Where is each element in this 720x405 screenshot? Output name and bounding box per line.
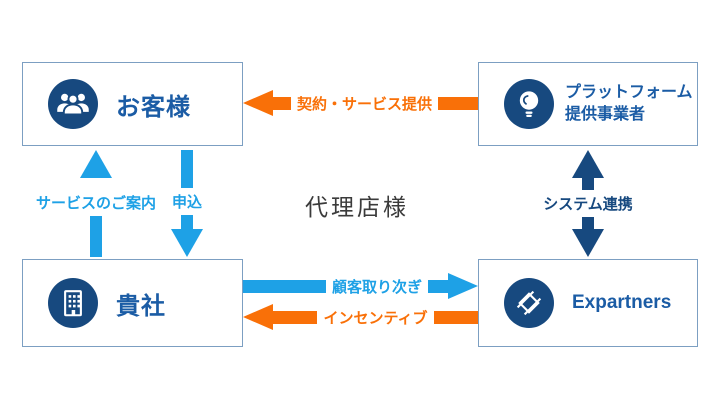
- expartners-box: Expartners: [478, 259, 698, 347]
- arrowhead-down-icon: [572, 229, 604, 257]
- arrow-shaft: [90, 216, 102, 257]
- platform-provider-label-line1: プラットフォーム: [565, 84, 693, 101]
- arrow-shaft: [243, 279, 326, 293]
- expartners-logo-icon: [504, 278, 554, 328]
- arrowhead-left-icon: [243, 90, 273, 116]
- lightbulb-icon: [504, 79, 554, 129]
- application-arrow-label: 申込: [171, 194, 202, 211]
- people-icon: [48, 79, 98, 129]
- service-guidance-arrow-label: サービスのご案内: [35, 195, 156, 212]
- arrowhead-left-icon: [243, 304, 273, 330]
- arrowhead-up-icon: [80, 150, 112, 178]
- customer-label: お客様: [116, 93, 191, 121]
- arrowhead-down-icon: [171, 229, 203, 257]
- arrow-shaft: [181, 215, 193, 229]
- service-guidance-arrow: サービスのご案内: [31, 150, 161, 257]
- customer-referral-arrow: 顧客取り次ぎ: [243, 273, 478, 299]
- contract-service-arrow-label: 契約・サービス提供: [297, 95, 433, 113]
- platform-provider-label: プラットフォーム 提供事業者: [565, 82, 693, 126]
- customer-referral-arrow-label: 顧客取り次ぎ: [331, 278, 422, 296]
- expartners-label: Expartners: [572, 292, 672, 313]
- arrow-shaft: [582, 217, 594, 229]
- your-company-box: 貴社: [22, 259, 243, 347]
- customer-box: お客様: [22, 62, 243, 146]
- arrow-shaft: [428, 279, 448, 293]
- arrow-shaft: [433, 310, 479, 324]
- system-integration-arrow: システム連携: [518, 150, 658, 257]
- contract-service-arrow: 契約・サービス提供: [243, 90, 478, 116]
- building-icon: [48, 278, 98, 328]
- application-arrow: 申込: [157, 150, 217, 257]
- system-integration-arrow-label: システム連携: [543, 196, 633, 213]
- incentive-arrow: インセンティブ: [243, 304, 479, 330]
- arrowhead-right-icon: [448, 273, 478, 299]
- arrow-shaft: [438, 96, 478, 110]
- arrow-shaft: [273, 310, 318, 324]
- arrow-shaft: [582, 178, 594, 190]
- arrow-shaft: [181, 150, 193, 188]
- platform-provider-box: プラットフォーム 提供事業者: [478, 62, 698, 146]
- your-company-label: 貴社: [116, 292, 166, 320]
- arrow-shaft: [273, 96, 291, 110]
- incentive-arrow-label: インセンティブ: [323, 309, 428, 327]
- platform-provider-label-line2: 提供事業者: [565, 106, 646, 123]
- agency-title: 代理店様: [305, 195, 409, 221]
- arrowhead-up-icon: [572, 150, 604, 178]
